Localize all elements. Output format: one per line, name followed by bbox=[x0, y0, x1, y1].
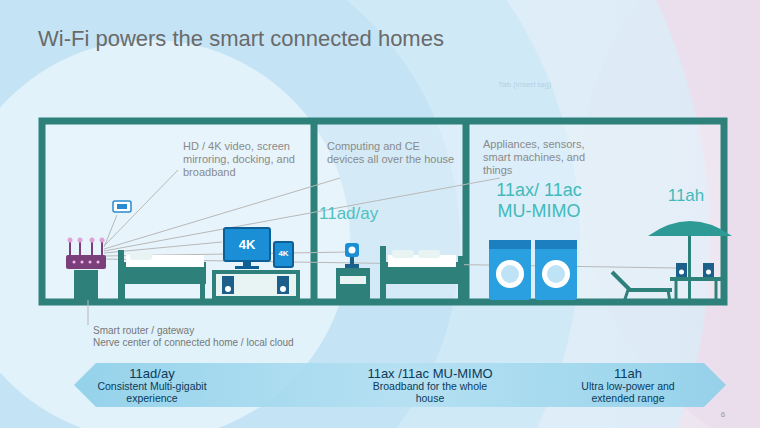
band-heading: 11ax /11ac MU-MIMO bbox=[350, 366, 510, 381]
tablet-4k bbox=[274, 242, 293, 267]
nightstand-camera bbox=[336, 243, 370, 300]
room-text: Computing and CE devices all over the ho… bbox=[327, 140, 455, 166]
washers bbox=[489, 240, 577, 300]
tv-stand bbox=[212, 270, 300, 300]
band-text: Broadband for the whole house bbox=[370, 381, 490, 404]
room-text: Appliances, sensors, smart machines, and… bbox=[483, 138, 609, 177]
router bbox=[66, 238, 106, 301]
band-text: Ultra low-power and extended range bbox=[568, 381, 688, 404]
router-caption: Smart router / gateway bbox=[93, 325, 393, 336]
standard-label: 11ad/ay bbox=[319, 204, 419, 224]
band-heading: 11ad/ay bbox=[92, 366, 212, 381]
tv-4k bbox=[224, 228, 270, 269]
tv-badge: 4K bbox=[226, 237, 268, 252]
standard-label: 11ah bbox=[656, 186, 716, 206]
arrow-band: 11ad/ayConsistent Multi-gigabit experien… bbox=[74, 363, 726, 407]
room-box: HD / 4K video, screen mirroring, docking… bbox=[50, 126, 310, 298]
room-box: Appliances, sensors, smart machines, and… bbox=[469, 126, 722, 298]
room-text: HD / 4K video, screen mirroring, docking… bbox=[183, 140, 307, 179]
standard-label: 11ax/ 11ac MU-MIMO bbox=[477, 180, 601, 222]
slide-title: Wi-Fi powers the smart connected homes bbox=[38, 26, 444, 52]
bed-1 bbox=[118, 250, 206, 300]
arrow-band bbox=[74, 363, 726, 407]
wall-dock bbox=[113, 201, 131, 212]
page-number: 6 bbox=[716, 410, 730, 419]
leader-lines bbox=[88, 170, 676, 325]
patio bbox=[612, 221, 732, 302]
placeholder-tag: Tab (insert tag) bbox=[498, 80, 588, 89]
house-outline bbox=[42, 121, 724, 302]
tablet-badge: 4K bbox=[275, 249, 292, 258]
band-heading: 11ah bbox=[568, 366, 688, 381]
band-text: Consistent Multi-gigabit experience bbox=[92, 381, 212, 404]
router-caption: Nerve center of connected home / local c… bbox=[93, 337, 393, 348]
bed-2 bbox=[380, 246, 464, 300]
room-box: Computing and CE devices all over the ho… bbox=[317, 126, 463, 298]
